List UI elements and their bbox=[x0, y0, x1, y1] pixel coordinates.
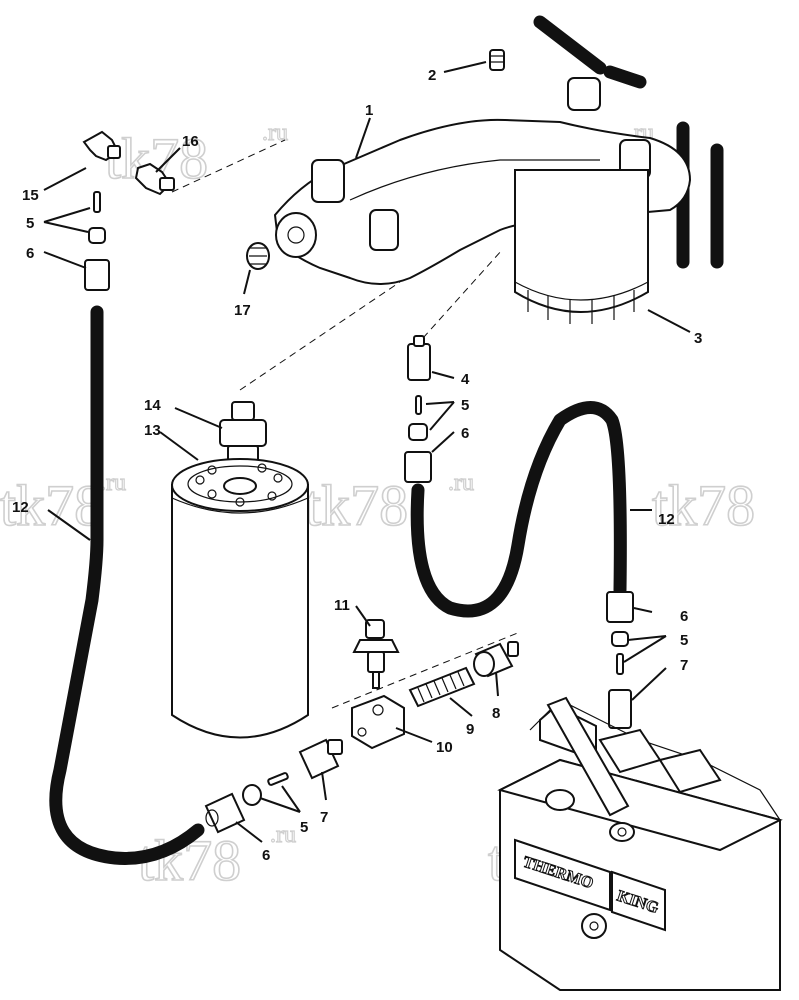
callout-7-right: 7 bbox=[680, 657, 688, 674]
engine-block: THERMO KING bbox=[497, 696, 783, 991]
ferrule-right bbox=[616, 653, 624, 675]
callout-17: 17 bbox=[234, 302, 251, 319]
watermark-bottom-left-suffix: .ru bbox=[270, 822, 296, 848]
ferrule-center bbox=[415, 395, 422, 415]
hose-left bbox=[49, 305, 205, 865]
plug bbox=[246, 242, 270, 270]
callout-13: 13 bbox=[144, 422, 161, 439]
callout-5-top-left: 5 bbox=[26, 215, 34, 232]
ferrule-bottom bbox=[267, 772, 289, 786]
callout-14: 14 bbox=[144, 397, 161, 414]
callout-5-bottom: 5 bbox=[300, 819, 308, 836]
nut-right bbox=[606, 591, 634, 623]
callout-6-top-left: 6 bbox=[26, 245, 34, 262]
callout-arrows bbox=[43, 61, 691, 843]
ferrule-cap-center bbox=[408, 423, 428, 441]
callout-11: 11 bbox=[334, 597, 350, 614]
callout-6-bottom: 6 bbox=[262, 847, 270, 864]
nut-bottom bbox=[204, 792, 246, 834]
ferrule-cap-bottom bbox=[242, 784, 262, 806]
adapter-fitting bbox=[473, 641, 519, 678]
connector-fitting bbox=[407, 343, 431, 381]
callout-10: 10 bbox=[436, 739, 453, 756]
filter-adapter-top bbox=[231, 401, 255, 421]
watermark-mid-main: tk78 bbox=[305, 473, 408, 538]
spring bbox=[408, 666, 476, 708]
filter-head-assembly bbox=[273, 77, 692, 285]
watermark-mid-left-suffix: .ru bbox=[100, 470, 126, 496]
elbow bbox=[134, 162, 175, 196]
tee-fitting bbox=[351, 694, 405, 750]
watermark-top-suffix: .ru bbox=[262, 120, 288, 146]
callout-labels: 1 2 3 4 5 6 14 13 12 12 17 15 5 6 16 6 5… bbox=[12, 67, 702, 864]
callout-6-right: 6 bbox=[680, 608, 688, 625]
ferrule-cap-top-left bbox=[88, 227, 106, 244]
left-fittings bbox=[84, 191, 110, 291]
callout-12-right: 12 bbox=[658, 511, 675, 528]
hose-right bbox=[410, 401, 627, 618]
lower-fittings bbox=[204, 738, 343, 834]
watermark-mid-left-main: tk78 bbox=[0, 473, 103, 538]
hoses bbox=[49, 15, 724, 865]
pressure-switch bbox=[352, 619, 400, 689]
callout-16: 16 bbox=[182, 133, 199, 150]
callout-7-bottom: 7 bbox=[320, 809, 328, 826]
callout-5-right: 5 bbox=[680, 632, 688, 649]
fuel-filter bbox=[171, 401, 309, 739]
callout-8: 8 bbox=[492, 705, 500, 722]
callout-15: 15 bbox=[22, 187, 39, 204]
callout-1: 1 bbox=[365, 102, 373, 119]
filter-adapter bbox=[219, 419, 267, 447]
ferrule-cap-right bbox=[611, 631, 629, 647]
nut-center bbox=[404, 451, 432, 483]
watermark-mid-right-main: tk78 bbox=[652, 473, 755, 538]
callout-9: 9 bbox=[466, 721, 474, 738]
watermark-mid-suffix: .ru bbox=[448, 470, 474, 496]
right-fittings bbox=[606, 591, 634, 729]
callout-6-center: 6 bbox=[461, 425, 469, 442]
callout-3: 3 bbox=[694, 330, 702, 347]
vent-plug bbox=[489, 49, 505, 71]
fuel-filter-element-upper bbox=[514, 169, 649, 324]
return-lines bbox=[533, 15, 724, 269]
adapter-right bbox=[608, 689, 632, 729]
ferrule-top-left bbox=[93, 191, 101, 213]
elbow-fitting bbox=[82, 130, 121, 162]
center-fittings bbox=[404, 335, 432, 483]
callout-12-left: 12 bbox=[12, 499, 29, 516]
callout-4: 4 bbox=[461, 371, 470, 388]
callout-5-center: 5 bbox=[461, 397, 469, 414]
callout-2: 2 bbox=[428, 67, 436, 84]
nut-top-left bbox=[84, 259, 110, 291]
